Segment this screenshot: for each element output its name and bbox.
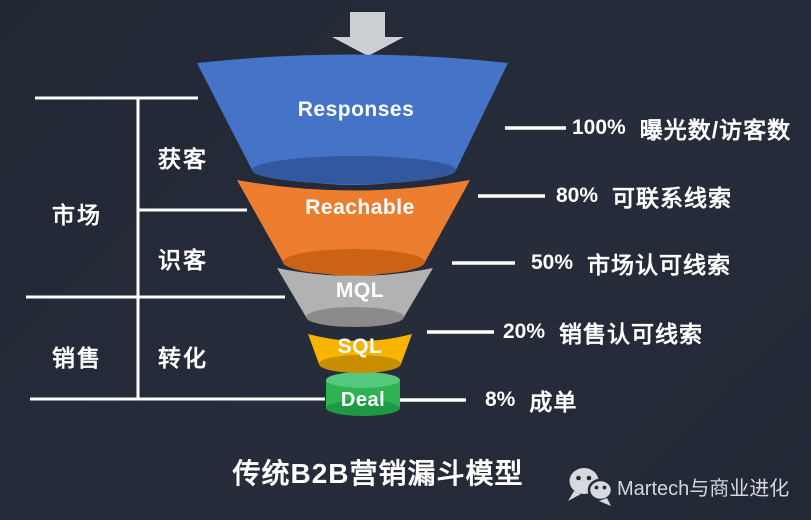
wechat-eye — [602, 485, 607, 490]
metric-row-deal: 8% 成单 — [485, 384, 577, 416]
percent-label: 20% — [503, 320, 546, 343]
funnel-label-reachable: Reachable — [305, 196, 415, 219]
funnel-label-deal: Deal — [340, 389, 386, 411]
funnel-label-mql: MQL — [335, 279, 385, 302]
metric-row-reachable: 80% 可联系线索 — [556, 180, 732, 212]
wechat-eye — [576, 475, 581, 481]
percent-label: 80% — [556, 184, 599, 207]
down-arrow-icon — [332, 12, 404, 56]
metric-label: 可联系线索 — [612, 185, 733, 211]
group-label-market: 市场 — [52, 202, 102, 228]
leader-lines — [400, 126, 566, 402]
metric-row-mql: 50% 市场认可线索 — [531, 247, 731, 279]
reachable-bottom-rim — [283, 249, 425, 275]
funnel-label-responses: Responses — [297, 98, 415, 121]
metric-label: 市场认可线索 — [587, 252, 732, 278]
wechat-icon — [568, 468, 614, 506]
percent-label: 8% — [485, 388, 516, 411]
wechat-eye — [586, 475, 592, 481]
funnel-label-sql: SQL — [337, 335, 383, 358]
funnel-stage-reachable — [237, 180, 470, 276]
left-bracket-lines — [26, 96, 325, 401]
phase-label-convert: 转化 — [158, 345, 208, 371]
metric-row-responses: 100% 曝光数/访客数 — [572, 112, 791, 144]
deal-bottom-rim — [326, 400, 400, 416]
metric-row-sql: 20% 销售认可线索 — [503, 316, 703, 348]
percent-label: 50% — [531, 251, 574, 274]
funnel-stage-sql — [308, 334, 412, 373]
wechat-big-bubble-tail — [568, 491, 581, 501]
metric-label: 曝光数/访客数 — [639, 117, 792, 143]
responses-bottom-rim — [252, 156, 456, 184]
funnel-stage-deal — [326, 372, 400, 416]
wechat-small-bubble-tail — [599, 498, 611, 506]
diagram-title: 传统B2B营销漏斗模型 — [232, 458, 524, 489]
wechat-eye — [594, 485, 599, 490]
phase-label-identify: 识客 — [158, 247, 208, 273]
responses-body — [197, 54, 508, 185]
mql-bottom-rim — [306, 307, 404, 327]
brand-name: Martech与商业进化 — [617, 478, 790, 500]
phase-label-acquire: 获客 — [158, 146, 208, 172]
sql-bottom-rim — [319, 355, 401, 373]
funnel-stage-mql — [277, 268, 433, 327]
funnel-stage-responses — [197, 54, 508, 185]
metric-label: 销售认可线索 — [559, 321, 704, 347]
reachable-body — [237, 180, 470, 276]
wechat-small-bubble — [587, 478, 614, 502]
metric-label: 成单 — [529, 389, 578, 415]
group-label-sales: 销售 — [52, 345, 102, 371]
percent-label: 100% — [572, 116, 626, 139]
deal-top-rim — [326, 372, 400, 388]
